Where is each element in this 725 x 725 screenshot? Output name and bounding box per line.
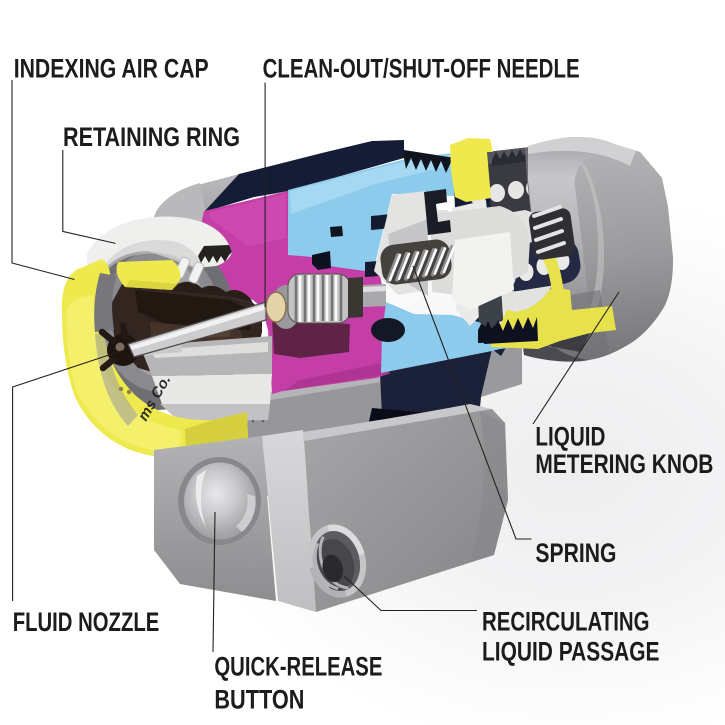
svg-text:LIQUID: LIQUID: [535, 422, 605, 452]
svg-text:BUTTON: BUTTON: [214, 685, 304, 715]
svg-text:CLEAN-OUT/SHUT-OFF NEEDLE: CLEAN-OUT/SHUT-OFF NEEDLE: [263, 54, 580, 84]
svg-text:SPRING: SPRING: [535, 538, 616, 568]
svg-text:RECIRCULATING: RECIRCULATING: [482, 607, 650, 637]
svg-text:FLUID NOZZLE: FLUID NOZZLE: [13, 607, 160, 637]
svg-text:METERING KNOB: METERING KNOB: [535, 449, 713, 479]
svg-text:QUICK-RELEASE: QUICK-RELEASE: [214, 652, 382, 682]
svg-text:INDEXING AIR CAP: INDEXING AIR CAP: [14, 54, 209, 84]
svg-text:LIQUID PASSAGE: LIQUID PASSAGE: [482, 637, 660, 667]
svg-text:RETAINING RING: RETAINING RING: [63, 122, 240, 152]
